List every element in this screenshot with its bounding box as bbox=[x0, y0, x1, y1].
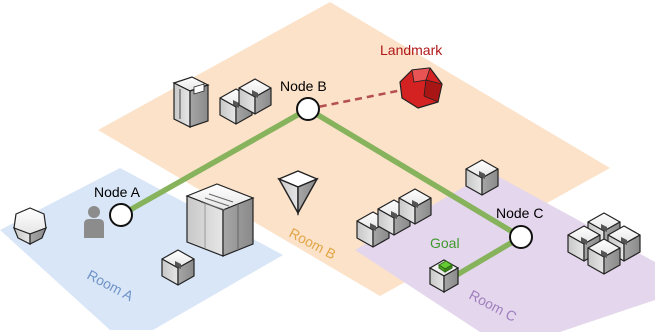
edge-node-a-node-b bbox=[118, 106, 311, 218]
goal-icon bbox=[428, 259, 460, 294]
node-c bbox=[509, 225, 533, 249]
building-icon bbox=[185, 183, 255, 257]
cabinet-icon bbox=[172, 76, 210, 128]
node-b-label: Node B bbox=[280, 78, 327, 94]
landmark-icon bbox=[399, 67, 443, 109]
room-a-floor bbox=[0, 168, 283, 330]
node-a-label: Node A bbox=[94, 184, 141, 200]
bucket-icon bbox=[277, 170, 319, 216]
landmark-label: Landmark bbox=[380, 42, 443, 58]
person-icon bbox=[84, 206, 104, 238]
octagon-box-icon bbox=[12, 207, 48, 245]
node-a bbox=[109, 203, 133, 227]
goal-label: Goal bbox=[430, 235, 460, 251]
edge-node-c-goal bbox=[452, 234, 524, 279]
edge-node-b-node-c bbox=[305, 106, 524, 240]
node-b bbox=[296, 97, 320, 121]
edge-node-b-landmark bbox=[307, 88, 403, 111]
node-c-label: Node C bbox=[496, 205, 543, 221]
